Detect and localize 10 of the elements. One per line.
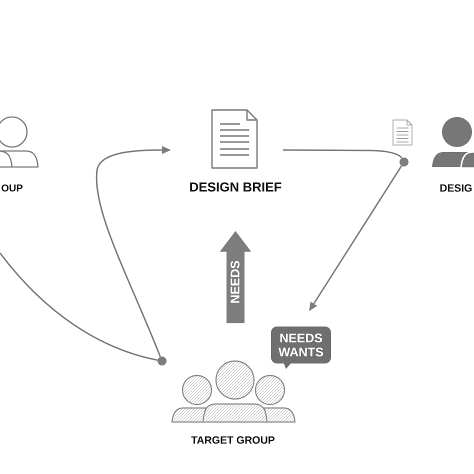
node-label: TARGET GROUP [191,436,275,444]
speech-bubble: NEEDS WANTS [271,326,331,369]
connector-line [0,252,158,361]
node-label: OUP [2,184,23,192]
node-label: DESIGN BRIEF [190,182,282,192]
junction-dot [400,158,408,166]
node-label: DESIG [440,184,472,192]
edge-label: NEEDS [230,259,240,305]
connector-line [282,149,402,158]
junction-dot [158,356,166,366]
